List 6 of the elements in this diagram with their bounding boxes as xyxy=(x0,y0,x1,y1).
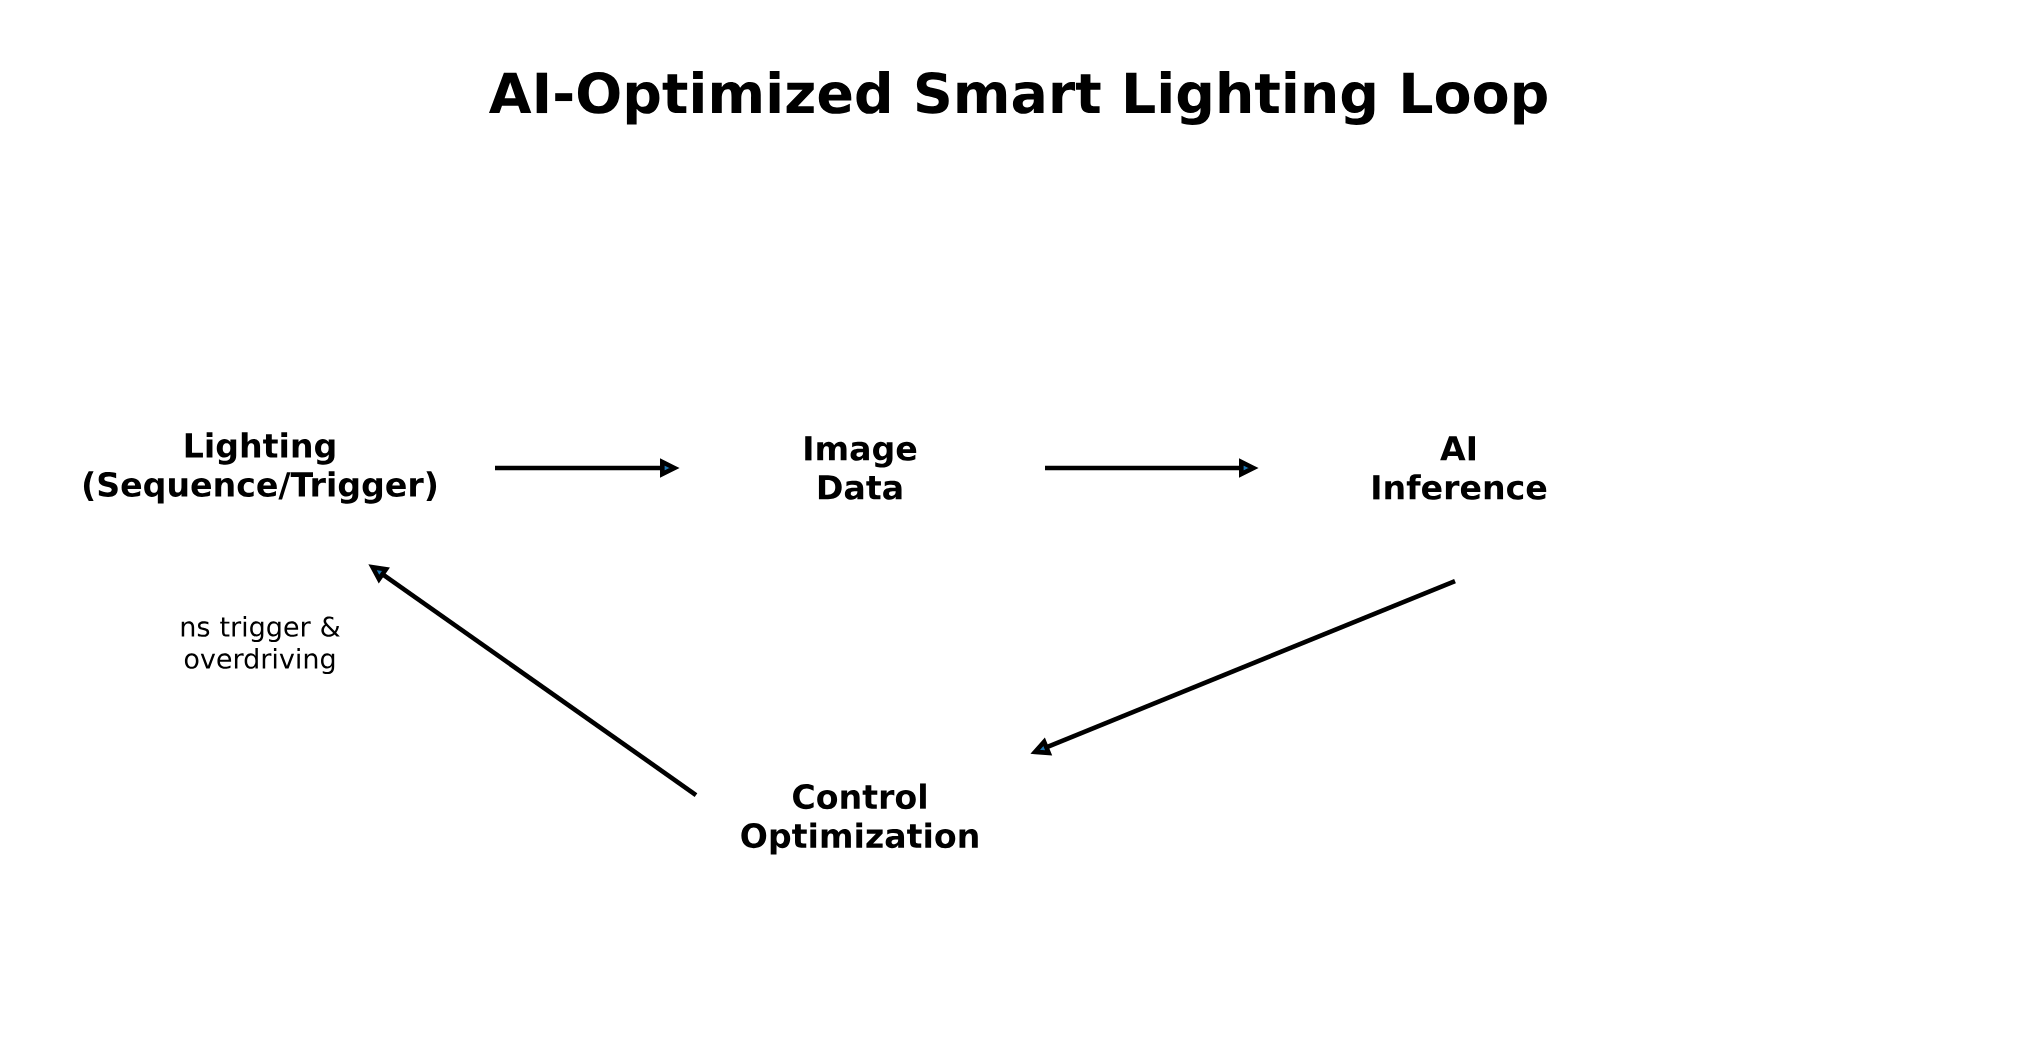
title: AI-Optimized Smart Lighting Loop xyxy=(489,71,1547,125)
node-label: Image Data xyxy=(805,436,917,500)
node-label: Control Optimization xyxy=(741,783,978,855)
annotation-text: ns trigger & overdriving xyxy=(181,615,340,675)
node-label: AI Inference xyxy=(1373,436,1547,500)
node-label: Lighting (Sequence/Trigger) xyxy=(83,432,437,504)
